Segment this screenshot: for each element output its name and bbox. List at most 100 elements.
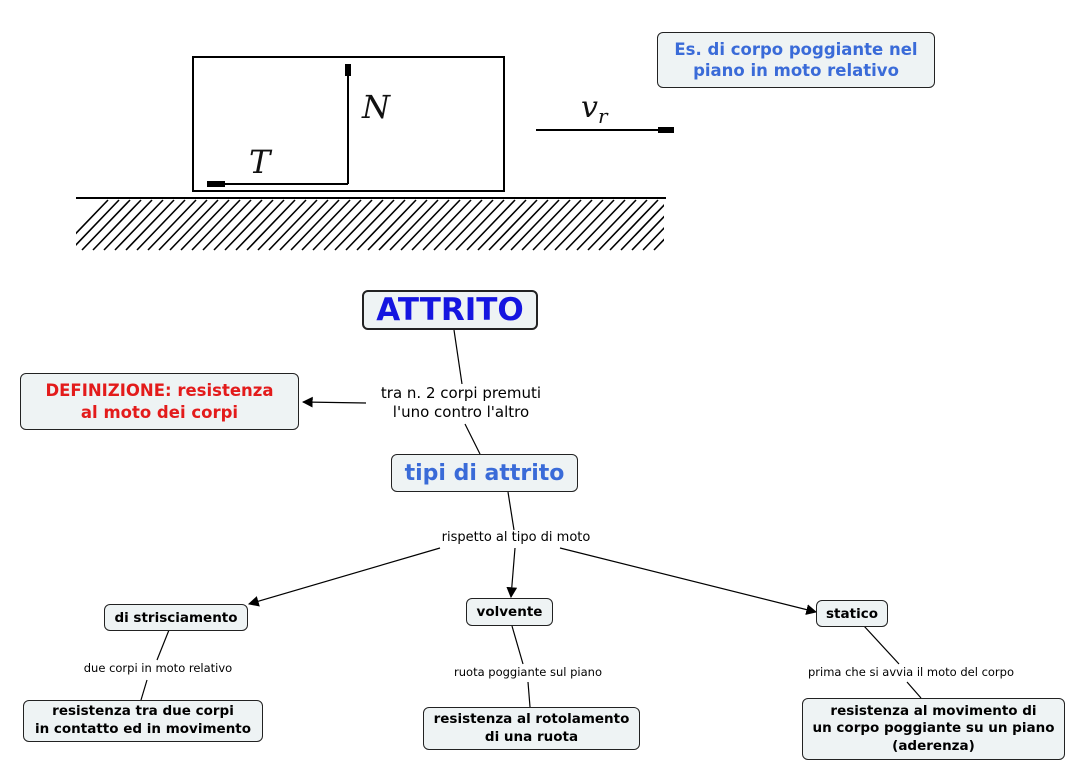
hatch-stroke	[687, 200, 735, 250]
hatch-stroke	[411, 199, 461, 251]
hatch-stroke	[400, 199, 450, 251]
connector-link-to-types	[464, 423, 481, 455]
hatch-stroke	[576, 199, 626, 251]
hatch-stroke	[114, 199, 164, 251]
link-root-phrase: tra n. 2 corpi premuti l'uno contro l'al…	[366, 384, 556, 422]
hatch-stroke	[720, 200, 768, 250]
hatch-stroke	[444, 199, 494, 251]
hatch-stroke	[323, 199, 373, 251]
link-sliding-phrase: due corpi in moto relativo	[68, 661, 248, 676]
hatch-stroke	[554, 199, 604, 251]
hatch-stroke	[158, 199, 208, 251]
label-friction-force: T	[249, 143, 271, 181]
hatch-stroke	[246, 199, 296, 251]
hatch-stroke	[235, 199, 285, 251]
hatch-stroke	[257, 199, 307, 251]
hatch-stroke	[698, 200, 746, 250]
connector-static-to-link	[863, 625, 900, 665]
hatch-stroke	[532, 199, 582, 251]
connector-sliding-to-link	[156, 629, 170, 661]
hatch-stroke	[631, 215, 664, 251]
hatch-stroke	[334, 199, 384, 251]
node-rolling[interactable]: volvente	[466, 598, 553, 626]
hatch-stroke	[76, 199, 120, 246]
node-rolling-description[interactable]: resistenza al rotolamento di una ruota	[423, 707, 640, 750]
connector-rolling-to-link	[511, 625, 524, 665]
link-rolling-phrase: ruota poggiante sul piano	[444, 665, 612, 680]
connector-link-to-definition	[301, 396, 367, 408]
hatch-stroke	[620, 204, 664, 251]
node-types[interactable]: tipi di attrito	[391, 454, 578, 492]
hatch-stroke	[136, 199, 186, 251]
label-velocity: v	[581, 90, 598, 125]
hatch-stroke	[279, 199, 329, 251]
connector-root-to-link	[453, 329, 463, 385]
connector-to-rolling	[506, 547, 518, 599]
node-sliding-description[interactable]: resistenza tra due corpi in contatto ed …	[23, 700, 263, 742]
ground-hatching	[76, 199, 768, 251]
friction-force-arrowhead	[207, 181, 225, 187]
hatch-stroke	[565, 199, 615, 251]
hatch-stroke	[378, 199, 428, 251]
connector-types-to-link	[507, 491, 515, 531]
hatch-stroke	[312, 199, 362, 251]
hatch-stroke	[103, 199, 153, 251]
connector-to-sliding	[247, 547, 441, 607]
hatch-stroke	[213, 199, 263, 251]
connector-link-to-sliding-desc	[140, 679, 148, 701]
hatch-stroke	[356, 199, 406, 251]
hatch-stroke	[510, 199, 560, 251]
hatch-stroke	[433, 199, 483, 251]
hatch-stroke	[676, 200, 724, 250]
node-static-description[interactable]: resistenza al movimento di un corpo pogg…	[802, 698, 1065, 760]
hatch-stroke	[180, 199, 230, 251]
link-static-phrase: prima che si avvia il moto del corpo	[796, 665, 1026, 680]
hatch-stroke	[301, 199, 351, 251]
hatch-stroke	[268, 199, 318, 251]
hatch-stroke	[499, 199, 549, 251]
hatch-stroke	[609, 199, 659, 251]
hatch-stroke	[81, 199, 131, 251]
connector-to-static	[559, 547, 818, 615]
node-static[interactable]: statico	[816, 600, 888, 627]
hatch-stroke	[642, 226, 664, 251]
hatch-stroke	[224, 199, 274, 251]
hatch-stroke	[290, 199, 340, 251]
hatch-stroke	[488, 199, 538, 251]
hatch-stroke	[477, 199, 527, 251]
node-definition[interactable]: DEFINIZIONE: resistenza al moto dei corp…	[20, 373, 299, 430]
hatch-stroke	[653, 238, 664, 251]
friction-illustration	[76, 56, 768, 251]
velocity-arrowhead	[658, 127, 674, 133]
hatch-stroke	[202, 199, 252, 251]
hatch-stroke	[709, 200, 757, 250]
hatch-stroke	[389, 199, 439, 251]
hatch-stroke	[76, 199, 109, 235]
connector-link-to-rolling-desc	[527, 681, 531, 708]
hatch-stroke	[587, 199, 637, 251]
hatch-stroke	[543, 199, 593, 251]
node-sliding[interactable]: di strisciamento	[104, 604, 248, 631]
hatch-stroke	[665, 200, 713, 250]
hatch-stroke	[521, 199, 571, 251]
concept-connectors	[140, 329, 922, 708]
hatch-stroke	[422, 199, 472, 251]
hatch-stroke	[147, 199, 197, 251]
node-root-attrito[interactable]: ATTRITO	[362, 290, 538, 330]
label-velocity-subscript: r	[597, 104, 608, 128]
connector-link-to-static-desc	[906, 681, 922, 699]
label-relative-velocity: vr	[581, 90, 608, 128]
node-example[interactable]: Es. di corpo poggiante nel piano in moto…	[657, 32, 935, 88]
hatch-stroke	[169, 199, 219, 251]
hatch-stroke	[367, 199, 417, 251]
hatch-stroke	[191, 199, 241, 251]
link-types-phrase: rispetto al tipo di moto	[430, 530, 602, 547]
hatch-stroke	[92, 199, 142, 251]
hatch-stroke	[466, 199, 516, 251]
hatch-stroke	[455, 199, 505, 251]
hatch-stroke	[345, 199, 395, 251]
hatch-stroke	[125, 199, 175, 251]
label-normal-force: N	[362, 88, 390, 126]
normal-force-arrowhead	[345, 64, 351, 76]
